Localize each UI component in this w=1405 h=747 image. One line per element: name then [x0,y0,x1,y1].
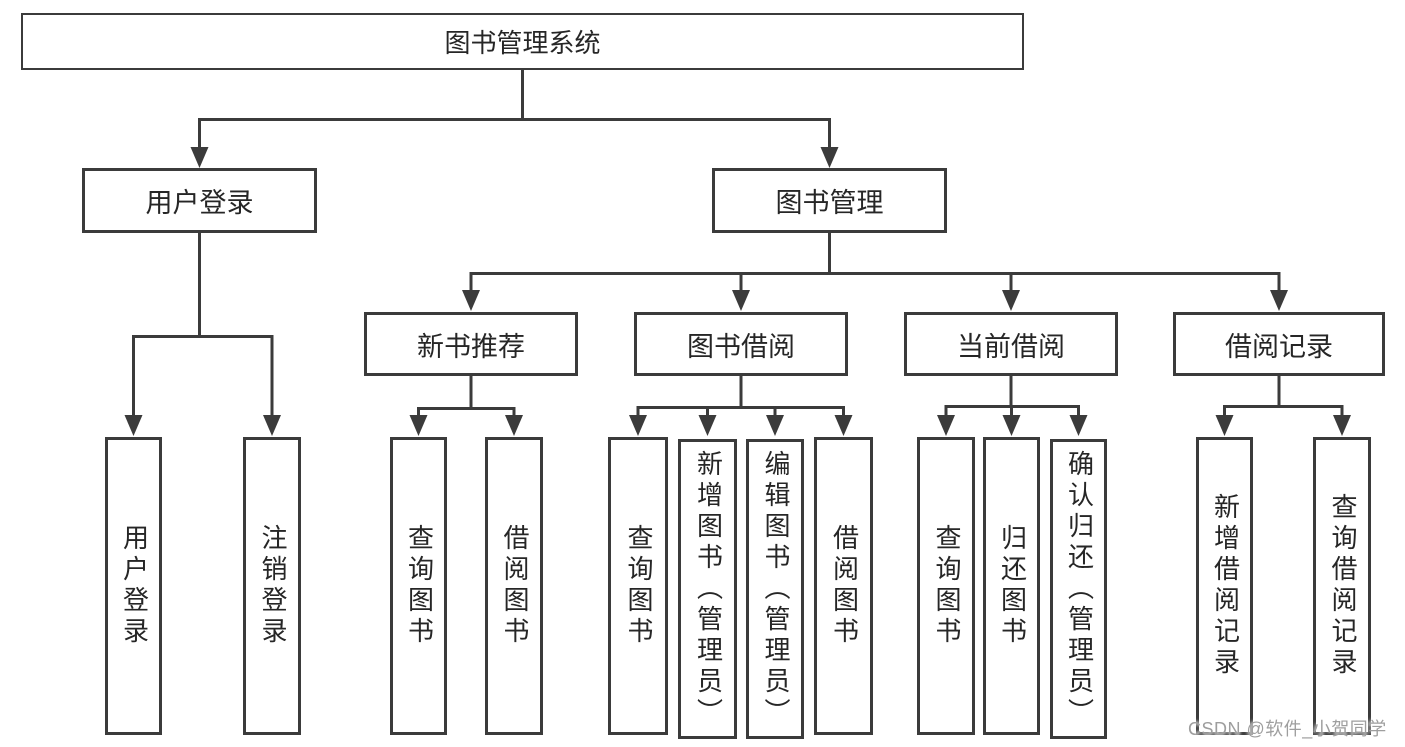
node-label: 图书借阅 [687,331,795,362]
node-label: 借阅图书 [829,524,860,648]
leaf-borrowing-edit-books-admin: 编辑图书（管理员） [746,439,804,739]
leaf-records-add-record: 新增借阅记录 [1196,437,1253,735]
leaf-recommend-query-books: 查询图书 [390,437,447,735]
leaf-current-query-books: 查询图书 [917,437,975,735]
connector-user-login-to-leaves [132,233,274,418]
connector-book-management-to-level3 [469,233,1281,293]
node-book-management: 图书管理 [712,168,947,233]
leaf-borrowing-add-books-admin: 新增图书（管理员） [678,439,737,739]
node-borrowing-records: 借阅记录 [1173,312,1385,376]
node-label: 当前借阅 [957,331,1065,362]
leaf-current-return-books: 归还图书 [983,437,1040,735]
node-label: 图书管理系统 [444,28,601,58]
node-library-management-system: 图书管理系统 [21,13,1024,70]
node-label: 查询图书 [931,524,962,648]
node-label: 借阅图书 [499,524,530,648]
node-label: 借阅记录 [1225,331,1333,362]
node-label: 查询图书 [404,524,435,648]
leaf-recommend-borrow-books: 借阅图书 [485,437,543,735]
node-label: 新书推荐 [417,331,525,362]
node-label: 查询图书 [623,524,654,648]
node-user-login: 用户登录 [82,168,317,233]
watermark: CSDN @软件_小贺同学 [1188,719,1387,739]
node-label: 图书管理 [775,188,884,218]
node-label: 查询借阅记录 [1327,493,1358,679]
leaf-user-login: 用户登录 [105,437,162,735]
node-label: 编辑图书（管理员） [760,449,791,729]
node-book-borrowing: 图书借阅 [634,312,848,376]
connector-root-to-level2 [198,69,831,150]
node-label: 新增图书（管理员） [693,449,724,729]
connector-new-book-recommend-to-leaves [417,376,516,418]
arrowheads [124,147,1351,436]
node-label: 用户登录 [119,524,150,648]
leaf-logout: 注销登录 [243,437,301,735]
node-new-book-recommend: 新书推荐 [364,312,578,376]
connector-current-borrowing-to-leaves [944,376,1080,418]
node-label: 确认归还（管理员） [1064,449,1095,729]
leaf-borrowing-query-books: 查询图书 [608,437,668,735]
leaf-borrowing-borrow-books: 借阅图书 [814,437,873,735]
node-label: 用户登录 [145,188,254,218]
node-label: 注销登录 [257,524,288,648]
node-label: 归还图书 [997,524,1028,648]
leaf-current-confirm-return-admin: 确认归还（管理员） [1050,439,1107,739]
connector-book-borrowing-to-leaves [636,376,845,418]
connector-borrowing-records-to-leaves [1223,376,1344,418]
node-label: 新增借阅记录 [1210,493,1241,679]
node-current-borrowing: 当前借阅 [904,312,1118,376]
leaf-records-query-record: 查询借阅记录 [1313,437,1371,735]
